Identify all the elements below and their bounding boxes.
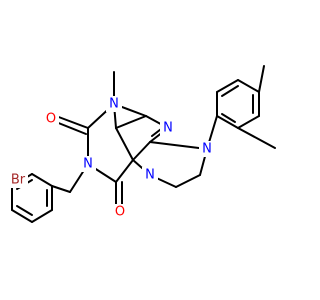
bond bbox=[221, 85, 239, 97]
bond bbox=[175, 174, 201, 188]
svg-text:N: N bbox=[109, 97, 119, 112]
svg-text:N: N bbox=[83, 157, 93, 172]
svg-text:N: N bbox=[202, 142, 212, 157]
oxygen-atom-bottom: O bbox=[112, 204, 128, 220]
nitrogen-atom-aryl: N bbox=[199, 141, 215, 157]
bonds bbox=[11, 65, 276, 223]
nitrogen-atom-benzyl: N bbox=[80, 156, 96, 172]
bond bbox=[115, 159, 134, 183]
bond bbox=[216, 79, 239, 93]
chemical-structure: Br O O N N N N N bbox=[8, 65, 276, 223]
nitrogen-atom-bridge: N bbox=[142, 167, 158, 183]
bond bbox=[11, 209, 33, 223]
bond bbox=[115, 115, 147, 129]
svg-text:Br: Br bbox=[11, 173, 26, 188]
svg-text:O: O bbox=[46, 112, 56, 127]
bond bbox=[237, 127, 276, 149]
bond bbox=[55, 121, 87, 135]
bond bbox=[51, 185, 71, 193]
bond bbox=[55, 115, 89, 129]
nitrogen-atom-top: N bbox=[160, 120, 176, 136]
bromine-atom: Br bbox=[8, 172, 28, 188]
atom-labels: Br O O N N N N N bbox=[8, 96, 215, 220]
svg-text:O: O bbox=[115, 205, 125, 220]
bond bbox=[221, 113, 236, 123]
bond bbox=[115, 127, 134, 161]
bond bbox=[237, 115, 260, 129]
svg-text:N: N bbox=[145, 168, 155, 183]
bond bbox=[132, 141, 151, 161]
bond bbox=[16, 205, 33, 216]
bond bbox=[149, 141, 208, 150]
bond bbox=[237, 79, 260, 93]
nitrogen-atom-1: N bbox=[106, 96, 122, 112]
oxygen-atom-top: O bbox=[43, 111, 59, 127]
bond bbox=[258, 65, 265, 93]
bond bbox=[31, 209, 53, 223]
bond bbox=[31, 173, 53, 187]
svg-text:N: N bbox=[163, 121, 173, 136]
bond bbox=[216, 115, 239, 129]
